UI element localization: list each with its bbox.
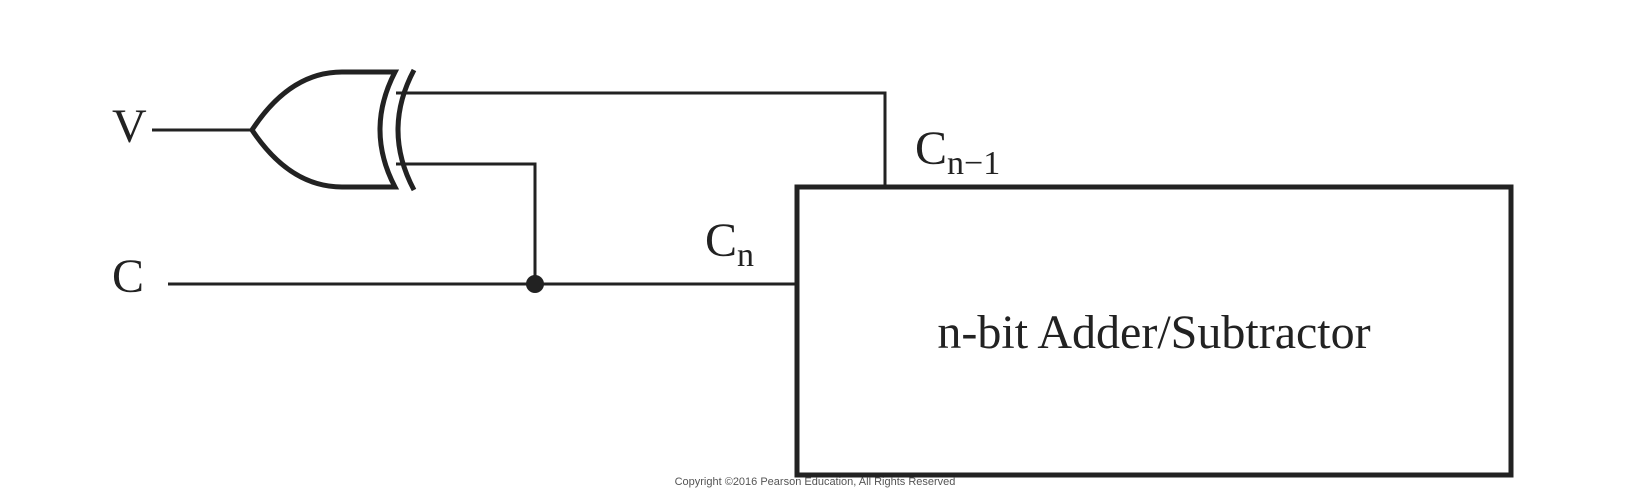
copyright-text: Copyright ©2016 Pearson Education, All R… <box>674 476 956 488</box>
adder-subtractor-block <box>794 184 1514 478</box>
xor-gate-input-arc <box>395 68 417 192</box>
wire-cn-minus-1 <box>396 91 887 186</box>
label-cn-minus-1: Cn−1 <box>915 122 1000 182</box>
xor-gate <box>249 69 400 190</box>
wire-cn-to-xor <box>396 162 537 284</box>
junction-dot <box>526 275 544 293</box>
block-label: n-bit Adder/Subtractor <box>937 306 1370 359</box>
input-label-c: C <box>112 250 144 303</box>
input-label-v: V <box>112 100 147 153</box>
label-cn: Cn <box>705 214 754 274</box>
